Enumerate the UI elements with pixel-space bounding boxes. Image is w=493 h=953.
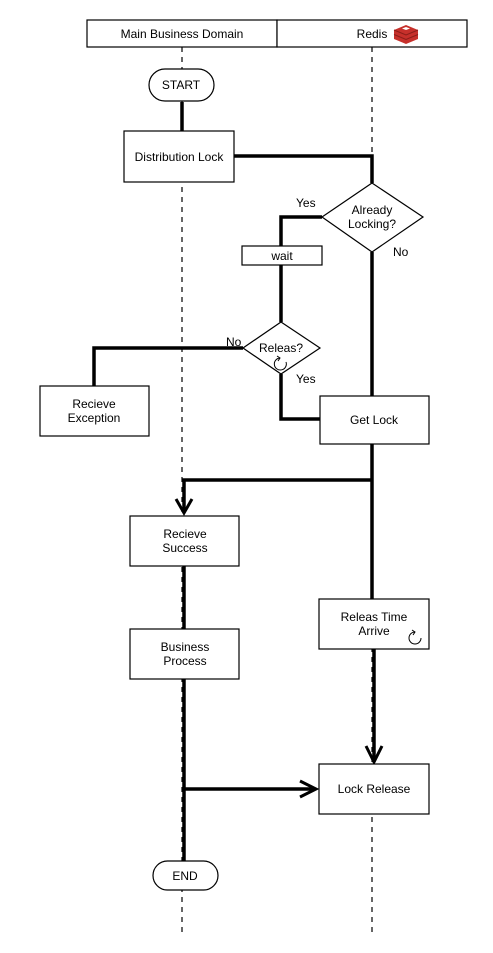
releas-decision: Releas? <box>241 321 322 375</box>
distribution-lock-label: Distribution Lock <box>135 150 225 164</box>
already-locking-decision: Already Locking? <box>320 182 425 253</box>
lock-release-label: Lock Release <box>338 782 411 796</box>
recieve-exception-label-1: Recieve <box>72 397 116 411</box>
edge-label-no-releas: No <box>226 335 242 349</box>
lane-title-redis: Redis <box>357 27 388 41</box>
arrowhead-success <box>174 498 194 517</box>
edge-lock-to-already <box>234 154 374 183</box>
releas-time-label-1: Releas Time <box>341 610 408 624</box>
releas-time-label-2: Arrive <box>358 624 390 638</box>
releas-time-arrive-node: Releas Time Arrive <box>318 598 430 650</box>
business-process-label-2: Process <box>163 654 206 668</box>
start-label: START <box>162 78 201 92</box>
edge-label-yes-releas: Yes <box>296 372 316 386</box>
lane-header-redis: Redis <box>276 19 468 48</box>
already-locking-label-1: Already <box>352 203 393 217</box>
lock-release-node: Lock Release <box>318 763 430 815</box>
recieve-success-label-1: Recieve <box>163 527 207 541</box>
lane-header-main: Main Business Domain <box>86 19 278 48</box>
arrowhead-release-h <box>299 779 320 799</box>
end-label: END <box>172 869 198 883</box>
get-lock-node: Get Lock <box>319 395 430 445</box>
recieve-exception-node: Recieve Exception <box>39 385 150 437</box>
start-node: START <box>148 68 215 102</box>
wait-node: wait <box>241 245 323 266</box>
recieve-exception-label-2: Exception <box>68 411 121 425</box>
edge-releas-no-to-exception <box>92 346 243 386</box>
recieve-success-label-2: Success <box>162 541 207 555</box>
edge-label-no-already: No <box>393 245 409 259</box>
edge-already-yes-to-wait <box>279 215 322 246</box>
edge-getlock-to-success <box>182 478 372 512</box>
business-process-node: Business Process <box>129 628 240 680</box>
get-lock-label: Get Lock <box>350 413 399 427</box>
redis-logo-icon <box>393 25 419 44</box>
edge-label-yes-already: Yes <box>296 196 316 210</box>
lane-title-main: Main Business Domain <box>121 27 244 41</box>
timer-icon <box>408 629 422 645</box>
timer-icon <box>273 355 287 371</box>
releas-label: Releas? <box>259 341 303 355</box>
arrowhead-release-v <box>364 745 384 766</box>
arrowheads <box>174 498 384 799</box>
distribution-lock-node: Distribution Lock <box>123 130 235 183</box>
edge-releas-yes-to-getlock <box>279 374 320 421</box>
recieve-success-node: Recieve Success <box>129 515 240 567</box>
already-locking-label-2: Locking? <box>348 217 396 231</box>
business-process-label-1: Business <box>161 640 210 654</box>
wait-label: wait <box>270 249 293 263</box>
edges <box>92 102 376 861</box>
end-node: END <box>152 860 219 891</box>
